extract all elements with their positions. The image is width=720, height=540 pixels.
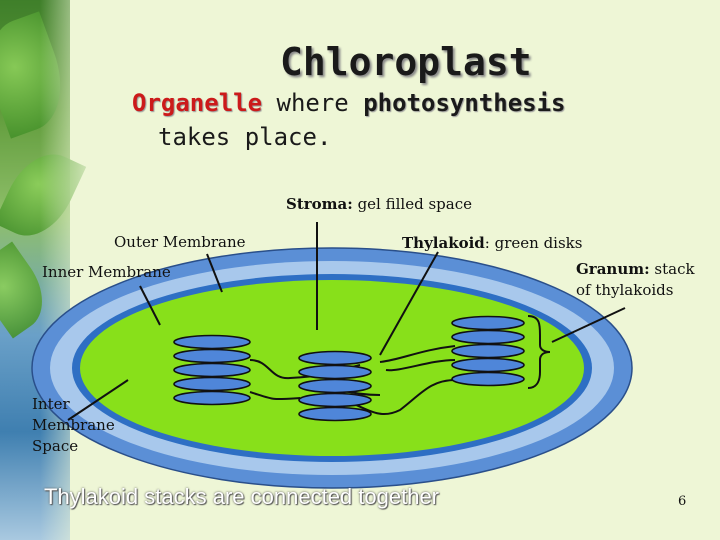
subtitle-line2: takes place. <box>158 123 332 151</box>
thylakoid-disk <box>451 371 525 387</box>
inter-membrane-space-label: Inter Membrane Space <box>32 394 115 457</box>
label-pointers <box>67 222 626 421</box>
granum-line2: of thylakoids <box>576 281 674 299</box>
subtitle-organelle: Organelle <box>132 89 263 117</box>
thylakoid-disk <box>173 362 251 378</box>
inter-line3: Space <box>32 437 79 455</box>
slide-subtitle: Organelle where photosynthesis takes pla… <box>132 86 652 154</box>
granum-right <box>451 315 525 387</box>
stroma-term: Stroma: <box>286 195 353 213</box>
stroma-label: Stroma: gel filled space <box>286 194 472 215</box>
thylakoid-disk <box>451 357 525 373</box>
thylakoid-disk <box>298 378 372 394</box>
outer-membrane-label: Outer Membrane <box>114 233 246 251</box>
footer-caption: Thylakoid stacks are connected together <box>44 484 440 509</box>
inter-line2: Membrane <box>32 416 115 434</box>
granum-term: Granum: <box>576 260 650 278</box>
thylakoid-pointer <box>379 251 439 356</box>
page-number: 6 <box>678 494 687 509</box>
thylakoid-disk <box>173 348 251 364</box>
thylakoid-disk <box>173 334 251 350</box>
thylakoid-disk <box>298 392 372 408</box>
thylakoid-disk <box>298 406 372 422</box>
subtitle-where: where <box>262 89 364 117</box>
granum-desc: stack <box>649 260 695 278</box>
thylakoid-disk <box>173 390 251 406</box>
background-fade <box>40 0 100 540</box>
granum-pointer <box>551 307 626 343</box>
inner-membrane-label: Inner Membrane <box>42 263 171 281</box>
inner-membrane-pointer <box>139 285 161 326</box>
inter-membrane-pointer <box>67 379 129 421</box>
granum-left <box>173 334 251 406</box>
thylakoid-label: Thylakoid: green disks <box>402 233 582 254</box>
stroma-desc: gel filled space <box>352 195 472 213</box>
granum-line1: Granum: stack <box>576 259 695 280</box>
slide-title: Chloroplast <box>280 40 532 84</box>
stroma-lamellae <box>249 345 456 415</box>
thylakoid-disk <box>451 343 525 359</box>
granum-brace <box>527 315 551 389</box>
thylakoid-desc: : green disks <box>484 234 583 252</box>
thylakoid-disk <box>451 315 525 331</box>
outer-membrane-pointer <box>206 253 223 293</box>
thylakoid-disk <box>298 364 372 380</box>
subtitle-photosynthesis: photosynthesis <box>363 89 566 117</box>
thylakoid-term: Thylakoid <box>402 234 485 252</box>
thylakoid-disk <box>173 376 251 392</box>
granum-middle <box>298 350 372 422</box>
inter-line1: Inter <box>32 395 70 413</box>
granum-label: Granum: stack of thylakoids <box>576 259 695 301</box>
thylakoid-disk <box>451 329 525 345</box>
thylakoid-disk <box>298 350 372 366</box>
